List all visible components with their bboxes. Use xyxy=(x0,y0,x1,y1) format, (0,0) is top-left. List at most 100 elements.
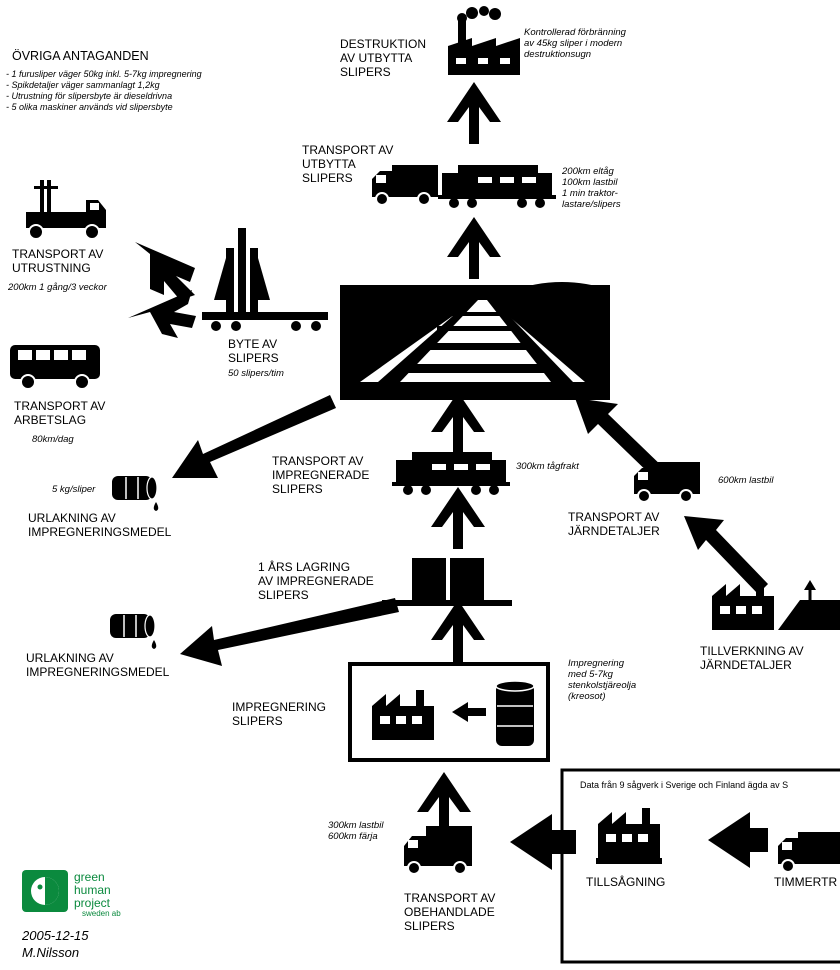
factory-icon xyxy=(598,808,660,858)
factory-icon xyxy=(372,690,434,740)
node-label: TILLSÅGNING xyxy=(586,874,665,889)
node-note: 1 min traktor- xyxy=(562,188,618,199)
node-label: TRANSPORT AV xyxy=(12,247,103,261)
node-transport-jarndetaljer: 600km lastbil TRANSPORT AV JÄRNDETALJER xyxy=(568,461,774,538)
logo-word: project xyxy=(74,896,111,910)
impregnering-box xyxy=(348,662,550,762)
barrel-icon xyxy=(109,613,157,650)
node-note: 80km/dag xyxy=(32,434,74,445)
arrow-up-icon xyxy=(431,487,485,549)
arrow-up-icon xyxy=(417,772,471,834)
arrow-left-icon xyxy=(708,812,768,868)
node-label: URLAKNING AV xyxy=(26,651,114,665)
barrel-icon xyxy=(111,475,159,512)
node-label: SLIPERS xyxy=(272,482,323,496)
node-label: TIMMERTR xyxy=(774,875,837,889)
node-transport-obehandlade: 300km lastbil 600km färja TRANSPORT AV O… xyxy=(328,820,495,933)
oil-barrel-icon xyxy=(495,680,535,746)
node-urlakning-2: URLAKNING AV IMPREGNERINGSMEDEL xyxy=(26,613,170,679)
assumption-line: - Utrustning för slipersbyte är dieseldr… xyxy=(6,91,172,101)
node-label: UTRUSTNING xyxy=(12,261,91,275)
node-label: 1 ÅRS LAGRING xyxy=(258,559,350,574)
arrow-left-icon xyxy=(452,702,486,722)
node-note: (kreosot) xyxy=(568,691,605,702)
sleeper-machine-icon xyxy=(202,228,328,331)
green-human-project-logo: green human project sweden ab xyxy=(22,870,121,918)
node-transport-impregnerade: TRANSPORT AV IMPREGNERADE SLIPERS 300km … xyxy=(272,452,579,496)
assumption-line: - Spikdetaljer väger sammanlagt 1,2kg xyxy=(6,80,160,90)
node-note: 5 kg/sliper xyxy=(52,484,96,495)
node-label: UTBYTTA xyxy=(302,157,356,171)
node-note: stenkolstjäreolja xyxy=(568,680,636,691)
node-note: med 5-7kg xyxy=(568,669,614,680)
node-label: AV IMPREGNERADE xyxy=(258,574,374,588)
node-impregnering: IMPREGNERING SLIPERS Impregnering med 5-… xyxy=(232,658,636,762)
node-label: SLIPERS xyxy=(228,351,279,365)
factory-icon xyxy=(712,580,774,630)
node-label: JÄRNDETALJER xyxy=(700,658,792,672)
node-label: SLIPERS xyxy=(232,714,283,728)
node-note: 300km tågfrakt xyxy=(516,461,579,472)
node-label: TILLVERKNING AV xyxy=(700,644,804,658)
node-transport-utbytta: TRANSPORT AV UTBYTTA SLIPERS 200km eltåg… xyxy=(302,143,621,210)
node-label: SLIPERS xyxy=(340,65,391,79)
incinerator-factory-icon xyxy=(448,6,520,75)
node-label: TRANSPORT AV xyxy=(404,891,495,905)
node-label: IMPREGNERING xyxy=(232,700,326,714)
node-note: 200km eltåg xyxy=(561,166,614,177)
logo-subtitle: sweden ab xyxy=(82,909,121,918)
node-note: destruktionsugn xyxy=(524,49,591,60)
data-box-title: Data från 9 sågverk i Sverige och Finlan… xyxy=(580,780,788,790)
sleeper-stack-icon xyxy=(382,558,512,606)
arrow-right-down-icon xyxy=(135,242,195,300)
node-note: Kontrollerad förbränning xyxy=(524,27,627,38)
crane-truck-icon xyxy=(26,180,106,240)
node-byte: BYTE AV SLIPERS 50 slipers/tim xyxy=(202,228,328,379)
node-label: OBEHANDLADE xyxy=(404,905,495,919)
node-note: 100km lastbil xyxy=(562,177,618,188)
node-note: 600km lastbil xyxy=(718,475,774,486)
logo-word: green xyxy=(74,870,105,884)
footer-author: M.Nilsson xyxy=(22,945,79,960)
footer-date: 2005-12-15 xyxy=(21,928,89,943)
bus-icon xyxy=(10,345,100,390)
arrow-right-up-icon xyxy=(128,290,196,338)
node-note: 300km lastbil xyxy=(328,820,384,831)
arrow-left-icon xyxy=(510,814,576,870)
node-note: 50 slipers/tim xyxy=(228,368,284,379)
node-label: IMPREGNERADE xyxy=(272,468,369,482)
sawmill-data-box: Data från 9 sågverk i Sverige och Finlan… xyxy=(560,768,840,964)
node-label: ARBETSLAG xyxy=(14,413,86,427)
node-label: AV UTBYTTA xyxy=(340,51,412,65)
assumptions-title: ÖVRIGA ANTAGANDEN xyxy=(12,49,149,63)
arrow-up-left-icon xyxy=(575,398,668,482)
node-note: 200km 1 gång/3 veckor xyxy=(7,282,108,293)
arrow-left-down-icon xyxy=(172,395,336,478)
node-label: SLIPERS xyxy=(404,919,455,933)
arrow-left-icon xyxy=(180,598,399,666)
node-destruktion: DESTRUKTION AV UTBYTTA SLIPERS Kontrolle… xyxy=(340,6,627,79)
arrow-up-icon xyxy=(431,392,485,454)
node-tillverkning: TILLVERKNING AV JÄRNDETALJER xyxy=(700,580,840,672)
railway-track-panel xyxy=(340,282,610,400)
arrow-up-icon xyxy=(447,82,501,144)
node-note: Impregnering xyxy=(568,658,625,669)
node-label: JÄRNDETALJER xyxy=(568,524,660,538)
node-label: TRANSPORT AV xyxy=(302,143,393,157)
node-transport-utrustning: TRANSPORT AV UTRUSTNING 200km 1 gång/3 v… xyxy=(7,180,108,293)
assumptions-block: ÖVRIGA ANTAGANDEN - 1 furusliper väger 5… xyxy=(6,49,202,112)
arrow-up-left-icon xyxy=(684,516,768,594)
locomotive-icon xyxy=(392,452,510,495)
locomotive-icon xyxy=(438,165,556,208)
node-transport-arbetslag: TRANSPORT AV ARBETSLAG 80km/dag xyxy=(10,345,105,445)
truck-icon xyxy=(404,826,472,875)
assumption-line: - 5 olika maskiner används vid slipersby… xyxy=(6,102,173,112)
logo-word: human xyxy=(74,883,111,897)
node-note: av 45kg sliper i modern xyxy=(524,38,622,49)
node-label: TRANSPORT AV xyxy=(568,510,659,524)
truck-icon xyxy=(633,461,701,503)
node-label: SLIPERS xyxy=(258,588,309,602)
node-label: TRANSPORT AV xyxy=(272,454,363,468)
node-label: IMPREGNERINGSMEDEL xyxy=(26,665,170,679)
